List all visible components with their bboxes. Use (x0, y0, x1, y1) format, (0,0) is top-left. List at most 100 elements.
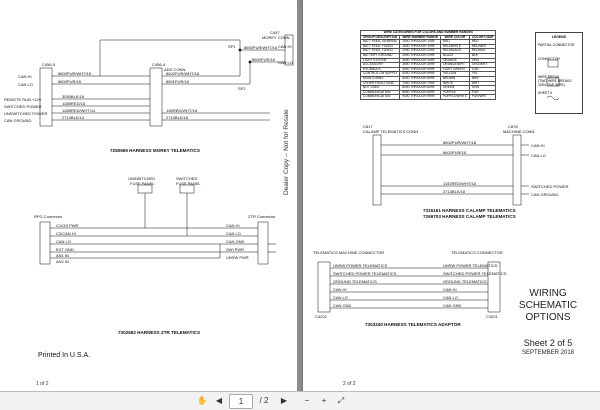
connector-label-c456-5: C456-5 (42, 62, 56, 67)
signal-label: CAN GROUND (531, 192, 559, 197)
sheet-page-1: C456-5 C456-4 ADD CONN SP1 SP2 C457 MORE… (0, 0, 297, 392)
page-number-2: 2 of 2 (343, 381, 356, 387)
caption-calamp-harness: 7269703 HARNESS CALAMP TELEMATICS (423, 214, 516, 219)
signal-label: SWITCHED POWER (4, 104, 42, 109)
signal-label: CAN LO (278, 60, 293, 65)
caption-adaptor-harness: 7303240 HARNESS TELEMATICS ADAPTOR (365, 322, 461, 327)
caption-calamp-harness: 7315161 HARNESS CALAMP TELEMATICS (423, 208, 516, 213)
wire-label: 3050BLK/18 (62, 94, 85, 99)
schematic-wiring-page-1 (39, 34, 294, 265)
adaptor-left-label: TELEMATICS MACHINE CONNECTOR (313, 250, 385, 255)
zoom-out-icon[interactable]: − (304, 396, 310, 405)
adaptor-signal: SWITCHED POWER TELEMATICS (333, 271, 397, 276)
wire-label: 115BRED/18 (62, 101, 86, 106)
page-number-1: 1 of 2 (36, 381, 49, 387)
rpg-connector-label: RPG Connector (34, 214, 63, 219)
connector-sublabel-c878: MACHINE CONN (503, 129, 535, 134)
schematic-wiring-page-2 (317, 59, 560, 313)
zoom-in-icon[interactable]: + (321, 396, 327, 405)
wire-label: 8602PUR/WHT/18 (443, 140, 477, 145)
next-icon[interactable]: ▶ (280, 396, 288, 405)
connector-label-c457: C457 (270, 30, 280, 35)
ztr-wire-label: CAN LO (56, 239, 71, 244)
fuse-label: FUSE PANEL (176, 181, 201, 186)
connector-ztr (257, 221, 269, 265)
connector-label-c456-4: C456-4 (152, 62, 166, 67)
signal-label: REMOTE RUN +12V (4, 97, 42, 102)
adaptor-right-label: TELEMATICS CONNECTOR (451, 250, 503, 255)
wire-label: 8602PUR/WHT/18 (166, 71, 200, 76)
ztr-connector-label: ZTR Connector (248, 214, 276, 219)
signal-label: UNSWITCHED POWER (4, 111, 48, 116)
sheet-number: Sheet 2 of 5 (523, 338, 573, 348)
connector-sublabel-c817: CALAMP TELEMATICS CONN (363, 129, 419, 134)
connector-sublabel-c457: MOREY CONN (262, 35, 290, 40)
legend-title: LEGEND (551, 35, 567, 39)
signal-label: CAN LO (18, 82, 33, 87)
ztr-wire-label: CAN LO (226, 231, 241, 236)
fuse-label: UNSWITCHED (128, 176, 156, 181)
printed-in-usa: Printed In U.S.A. (38, 352, 91, 359)
signal-label: CAN LO (531, 153, 546, 158)
splice-label-sp2: SP2 (238, 86, 246, 91)
signal-label: CAN HI (531, 143, 545, 148)
adaptor-signal: CAN GND (333, 303, 352, 308)
signal-label: CAN GROUND (4, 118, 32, 123)
wire-label: 8600PUR/WHT/18 (244, 45, 278, 50)
wire-category-table: WIRE CATEGORIES FOR COLORS AND NUMBER RA… (359, 30, 497, 100)
connector-c3201 (487, 261, 501, 313)
connector-label-c4201: C4201 (315, 314, 327, 319)
connector-sublabel-c456-4: ADD CONN (164, 67, 186, 72)
wire-label: 8600PUR/18 (252, 57, 275, 62)
adaptor-signal: CAN LO (333, 295, 348, 300)
adaptor-signal: CAN GND (443, 303, 462, 308)
ztr-wire-label: AN1 IN (56, 253, 69, 258)
caption-ztr-harness: 7302682 HARNESS ZTR TELEMATICS (118, 330, 201, 335)
legend-item: (TWO WIRE BREAKS JOIN ONE WIRE) (538, 79, 572, 87)
signal-label: SWITCHED POWER (531, 184, 569, 189)
title-line-1: WIRING SCHEMATIC (518, 288, 578, 311)
ztr-wire-label: UNSW PWR (226, 255, 249, 260)
page-total: / 2 (259, 396, 269, 405)
signal-label: CAN HI (278, 44, 292, 49)
fit-icon[interactable]: ⤢ (337, 396, 345, 405)
connector-label-c3201: C3201 (486, 314, 498, 319)
wire-label: 1153RED/WHT/18 (443, 181, 476, 186)
page-gap (297, 0, 303, 392)
splice-label-sp1: SP1 (228, 44, 236, 49)
ztr-wire-label: SWI PWR (226, 247, 244, 252)
legend-item: WIRE BREAK (538, 75, 560, 79)
wire-label: 2713BLK/14 (62, 115, 85, 120)
page-input[interactable]: 1 (229, 394, 253, 409)
legend-box: LEGEND PARTIAL CONNECTOR CONNECTOR WIRE … (535, 32, 583, 114)
wire-label: 115BRED/WHT/14 (62, 108, 96, 113)
title-line-2: OPTIONS (525, 312, 571, 323)
adaptor-signal: CAN HI (443, 287, 457, 292)
legend-item: PARTIAL CONNECTOR (538, 43, 575, 47)
adaptor-signal: GROUND TELEMATICS (333, 279, 377, 284)
wire-label: 8601PUR/18 (166, 79, 189, 84)
wire-label: 8600PUR/WHT/18 (58, 71, 92, 76)
watermark: Dealer Copy -- Not for Resale (283, 109, 290, 195)
wire-label: 11BRED/WHT/18 (166, 108, 198, 113)
connector-label-c817: C817 (363, 124, 373, 129)
ztr-wire-label: C2/CAN HI (56, 231, 76, 236)
connector-c878 (512, 134, 522, 206)
connector-c456-5 (39, 67, 53, 127)
connector-label-c878: C878 (508, 124, 518, 129)
signal-label: CAN HI (18, 74, 32, 79)
ztr-wire-label: CAN GND (226, 239, 245, 244)
pan-icon[interactable]: ✋ (197, 396, 207, 405)
wire-label: 2713BLK/18 (443, 189, 466, 194)
prev-icon[interactable]: ◀ (215, 396, 223, 405)
sheet-page-2: WIRE CATEGORIES FOR COLORS AND NUMBER RA… (303, 0, 600, 392)
wire-label: 8600PUR/18 (58, 79, 81, 84)
ztr-wire-label: CAN HI (226, 223, 240, 228)
caption-morey-harness: 7250669 HARNESS MOREY TELEMATICS (110, 148, 200, 153)
table-cell: PURPLE/WHITE (439, 94, 470, 100)
adaptor-signal: SWITCHED POWER TELEMATICS (443, 271, 507, 276)
connector-c456-4 (149, 67, 163, 127)
